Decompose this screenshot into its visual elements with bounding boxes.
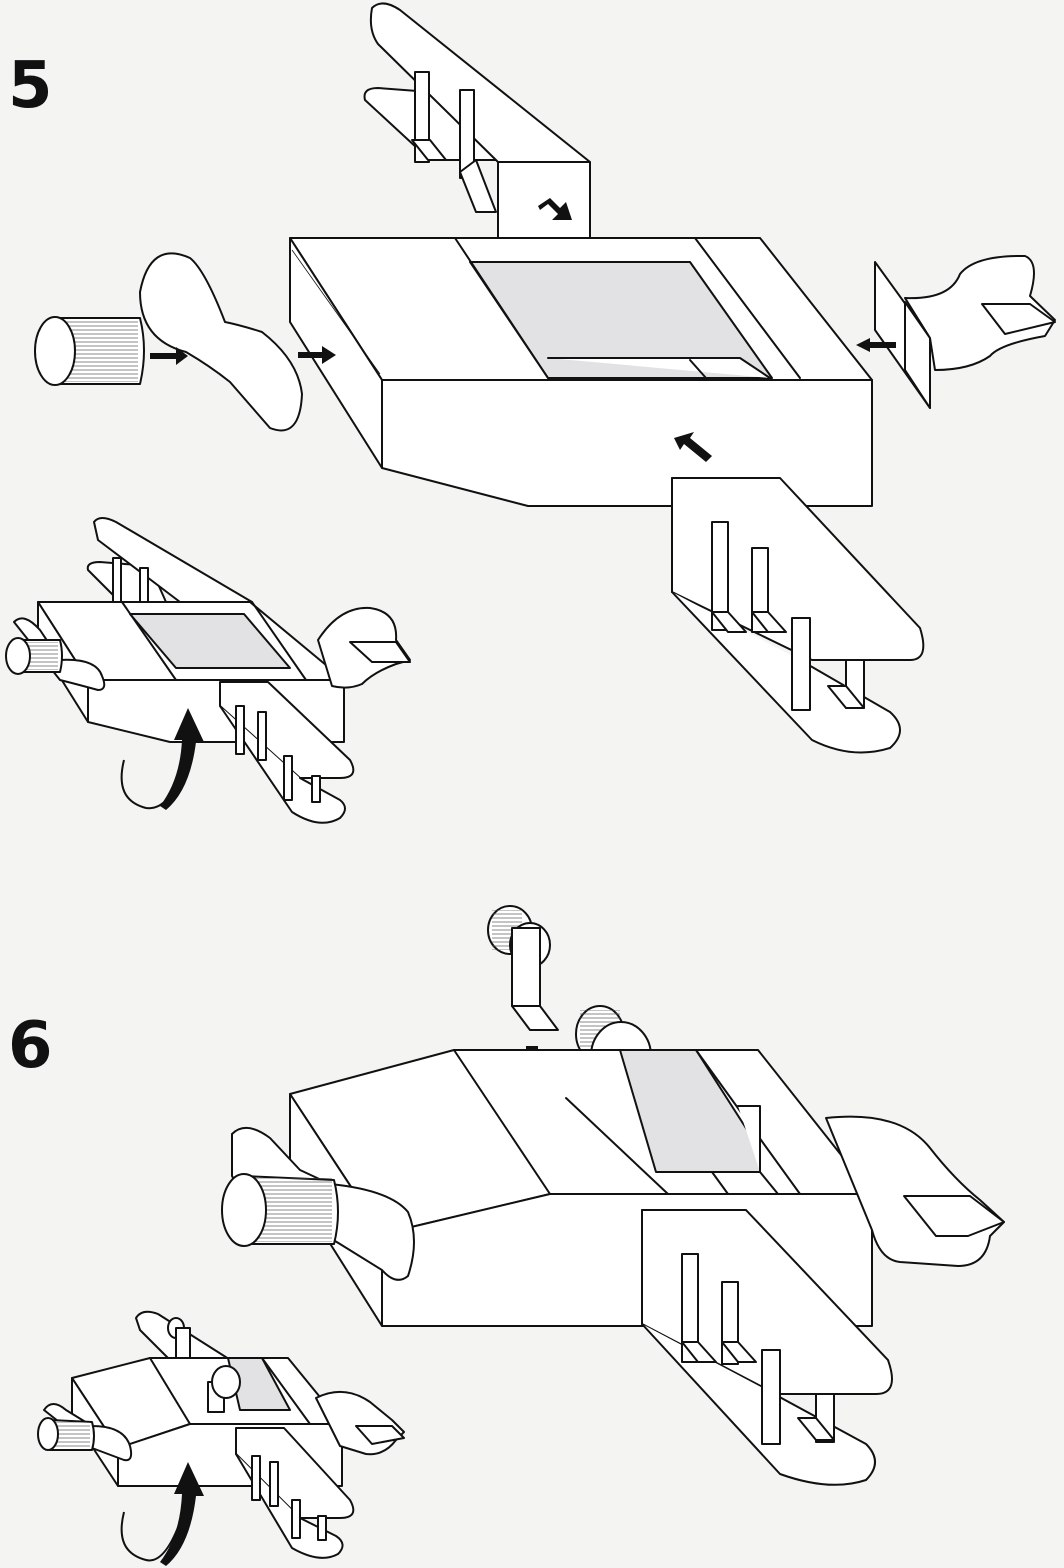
flip-arrow-head-step6 <box>160 1462 204 1566</box>
step5-exploded-view <box>34 2 1056 754</box>
propeller-part <box>139 252 303 432</box>
step-number-6: 6 <box>8 1009 53 1083</box>
tail-step6 <box>825 1115 1005 1267</box>
tail-part <box>874 254 1056 409</box>
engine-cylinder-step6 <box>221 1173 339 1247</box>
arrow-engine <box>150 347 188 365</box>
arrow-propeller <box>298 346 336 364</box>
engine-cylinder-step5 <box>34 316 145 386</box>
top-wing-part <box>363 2 591 241</box>
arrow-bottom-wing <box>674 432 712 462</box>
step6-exploded-view <box>221 905 1005 1486</box>
bottom-wing-step6 <box>641 1209 893 1486</box>
strut-cylinder-small <box>487 905 559 1031</box>
flip-arrow-head-step5 <box>160 708 204 810</box>
fuselage-box-step5 <box>289 237 873 507</box>
arrow-top-wing <box>538 198 572 220</box>
step5-assembled-inset <box>5 517 411 824</box>
bottom-wing-part <box>671 477 925 754</box>
step-number-5: 5 <box>8 49 53 123</box>
arrow-tail <box>856 338 896 352</box>
step6-assembled-inset <box>37 1310 405 1566</box>
